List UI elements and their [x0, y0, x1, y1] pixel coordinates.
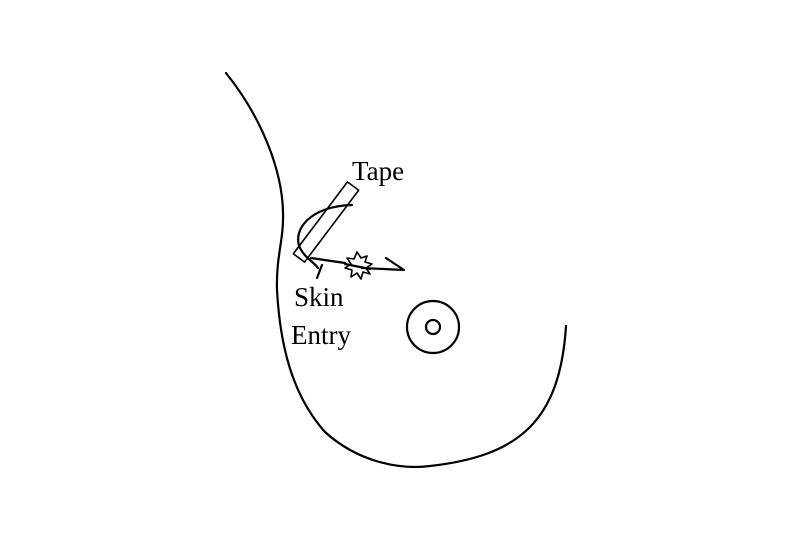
skin-entry-label-line2: Entry: [291, 320, 351, 350]
lesion-mark: [345, 252, 372, 279]
skin-entry-label-line1: Skin: [294, 282, 344, 312]
nipple: [426, 320, 440, 334]
tape-label: Tape: [352, 156, 404, 186]
tape-strip: [293, 182, 358, 262]
areola: [407, 301, 459, 353]
wire-shaft: [311, 258, 345, 263]
